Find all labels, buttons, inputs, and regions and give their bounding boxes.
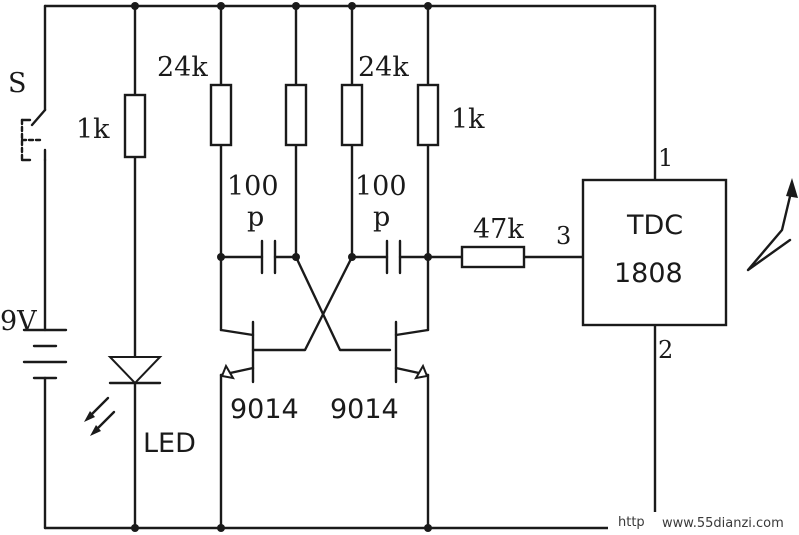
label-r2: 24k [358, 52, 409, 83]
label-r-series: 47k [473, 214, 524, 245]
junction-dot [131, 2, 139, 10]
cross-wire-a [294, 255, 392, 352]
label-r-led: 1k [76, 114, 110, 145]
label-cap1-unit: p [247, 202, 264, 233]
led-diode [84, 356, 163, 436]
resistor-1k-led [123, 93, 147, 159]
junction-dot [292, 253, 300, 261]
junction-dot [217, 2, 225, 10]
junctions [131, 2, 432, 532]
label-transistor1: 9014 [230, 394, 299, 425]
capacitor-100p-right [385, 239, 402, 275]
label-ic-name: TDC [626, 210, 683, 241]
switch-s [20, 108, 47, 162]
junction-dot [217, 253, 225, 261]
label-pin3: 3 [556, 222, 571, 250]
label-pin1: 1 [658, 144, 673, 172]
resistor-47k [460, 245, 526, 269]
label-cap2-value: 100 [355, 171, 407, 202]
junction-dot [348, 253, 356, 261]
label-transistor2: 9014 [330, 394, 399, 425]
label-pin2: 2 [658, 336, 673, 364]
label-switch: S [8, 68, 27, 99]
watermark-site[interactable]: www.55dianzi.com [662, 516, 784, 531]
label-r1: 24k [157, 52, 208, 83]
junction-dot [424, 253, 432, 261]
junction-dot [217, 524, 225, 532]
capacitor-100p-left [260, 239, 277, 275]
resistor-24k-right [340, 83, 364, 147]
junction-dot [131, 524, 139, 532]
radiation-lightning-icon [746, 178, 798, 272]
transistor-9014-right [394, 320, 430, 384]
junction-dot [292, 2, 300, 10]
label-cap2-unit: p [373, 202, 390, 233]
junction-dot [424, 524, 432, 532]
junction-dot [348, 2, 356, 10]
label-ic-number: 1808 [614, 258, 683, 289]
resistor-24k-left [209, 83, 233, 147]
label-battery: 9V [0, 306, 37, 337]
label-led: LED [143, 428, 196, 459]
label-r4: 1k [451, 104, 485, 135]
wiring [43, 4, 657, 530]
resistor-1k-right [416, 83, 440, 147]
watermark-background [608, 512, 799, 532]
watermark-prefix: http [618, 515, 645, 530]
battery-9v [22, 328, 68, 380]
resistor-col2 [284, 83, 308, 147]
label-cap1-value: 100 [227, 171, 279, 202]
cross-wire-b [251, 255, 354, 352]
ic-tdc1808-body [581, 178, 728, 327]
junction-dot [424, 2, 432, 10]
transistor-9014-left [219, 320, 255, 384]
